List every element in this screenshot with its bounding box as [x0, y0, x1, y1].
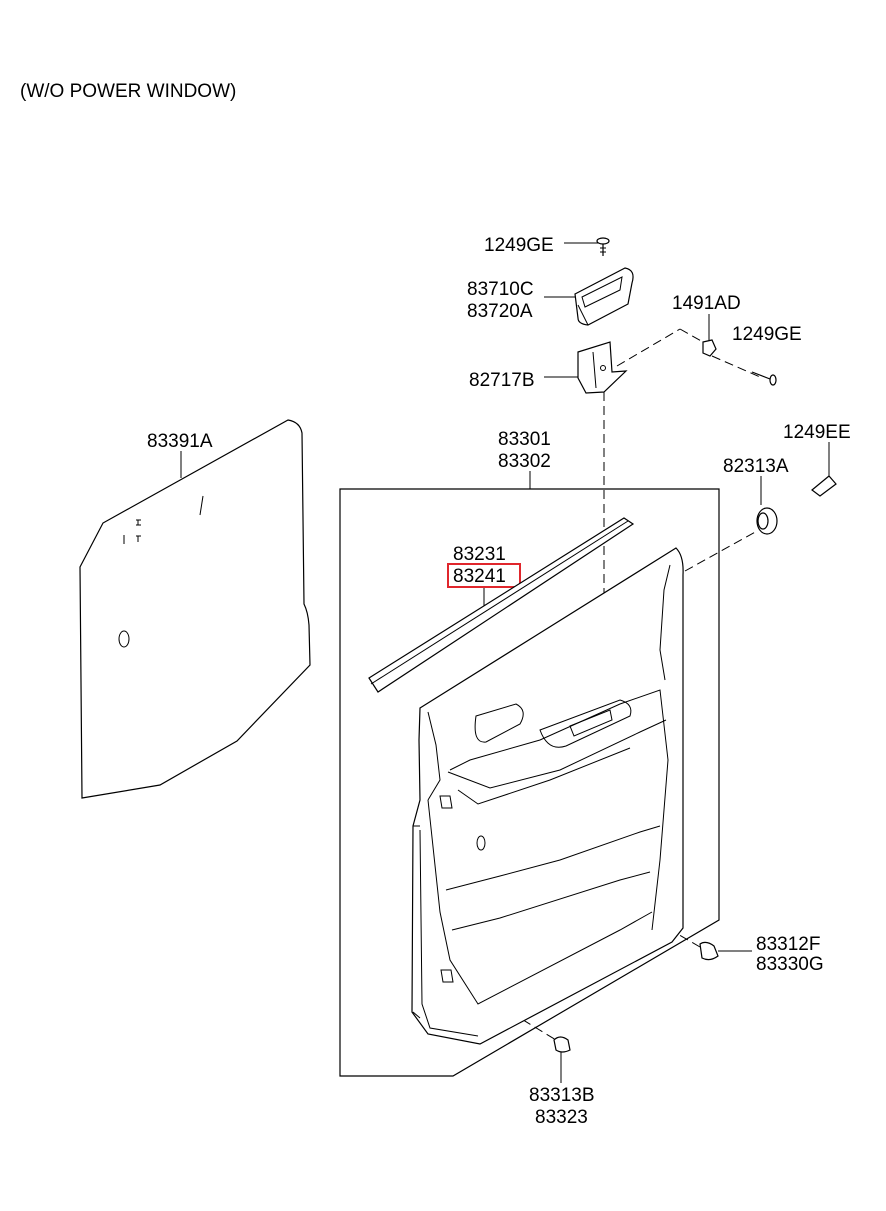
label-83301[interactable]: 83301: [498, 429, 551, 450]
part-83313b-fastener[interactable]: [553, 1036, 571, 1053]
label-82717b[interactable]: 82717B: [469, 370, 535, 391]
part-1249ee-screw[interactable]: [811, 475, 837, 497]
label-83710c[interactable]: 83710C: [467, 279, 534, 300]
highlight-box-83241: [447, 563, 521, 588]
label-1249ee[interactable]: 1249EE: [783, 422, 851, 443]
label-1491ad[interactable]: 1491AD: [672, 293, 741, 314]
label-83241[interactable]: 83241: [453, 566, 506, 587]
part-83241-weatherstrip[interactable]: [368, 517, 635, 693]
part-83710c-handle[interactable]: [574, 267, 634, 326]
frame-83301-83302: [339, 488, 720, 1077]
label-83323[interactable]: 83323: [535, 1107, 588, 1128]
label-1249ge-right[interactable]: 1249GE: [732, 324, 802, 345]
part-83391a-sheet[interactable]: [79, 419, 311, 799]
label-1249ge-top[interactable]: 1249GE: [484, 235, 554, 256]
part-83312f-fastener[interactable]: [699, 941, 719, 961]
label-83720a[interactable]: 83720A: [467, 301, 533, 322]
part-82717b-bracket[interactable]: [577, 341, 628, 394]
label-83231[interactable]: 83231: [453, 544, 506, 565]
part-1491ad-nut[interactable]: [702, 339, 717, 357]
label-83313b[interactable]: 83313B: [529, 1085, 595, 1106]
label-83312f[interactable]: 83312F: [756, 934, 820, 955]
label-83330g[interactable]: 83330G: [756, 954, 824, 975]
label-82313a[interactable]: 82313A: [723, 456, 789, 477]
label-83302[interactable]: 83302: [498, 451, 551, 472]
part-1249ge-top-screw[interactable]: [596, 237, 610, 256]
part-1249ge-right-screw[interactable]: [751, 371, 777, 386]
part-82313a-clip[interactable]: [756, 507, 778, 535]
part-door-trim-panel[interactable]: [411, 547, 684, 1045]
label-83391a[interactable]: 83391A: [147, 431, 213, 452]
diagram-title: (W/O POWER WINDOW): [20, 81, 236, 102]
